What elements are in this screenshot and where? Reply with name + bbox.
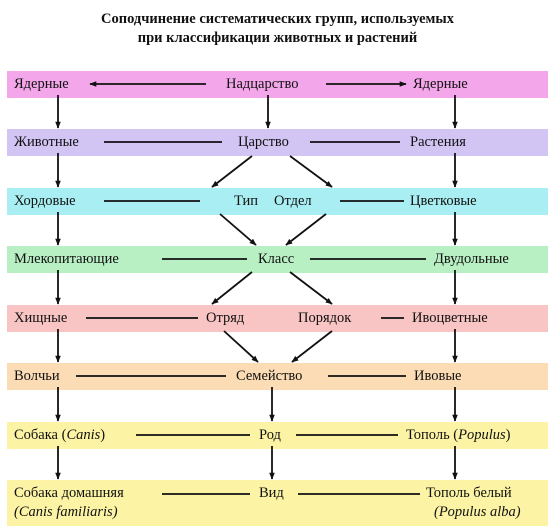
right-species-label: Тополь белый [426,485,512,501]
band-species [7,480,548,526]
right-species-latin: (Populus alba) [434,504,521,520]
left-genus-latin: Canis [66,427,101,443]
band-genus [7,422,548,449]
band-phylum [7,188,548,215]
right-genus-name: Тополь ( [406,427,459,443]
right-genus-close: ) [505,427,511,443]
diagram-title-line1: Соподчинение систематических групп, испо… [101,11,454,27]
left-species-label: Собака домашняя [14,485,124,501]
center-kingdom-label: Царство [238,134,289,150]
right-genus-latin: Populus [458,427,506,443]
center-superkingdom-label: Надцарство [226,76,299,92]
left-kingdom-label: Животные [14,134,79,150]
left-class-label: Млекопитающие [14,251,119,267]
right-superkingdom-label: Ядерные [413,76,468,92]
left-superkingdom-label: Ядерные [14,76,69,92]
center-division-label: Отдел [274,193,312,209]
left-genus-close: ) [100,427,106,443]
right-kingdom-label: Растения [410,134,466,150]
right-genus-label: Тополь (Populus) [406,426,511,444]
left-species-latin: (Canis familiaris) [14,504,118,520]
diagram-title-line2: при классификации животных и растений [137,30,418,46]
right-family-label: Ивовые [414,368,462,384]
center-plant-order-label: Порядок [298,310,352,326]
left-genus-label: Собака (Canis) [14,426,105,444]
right-order-label: Ивоцветные [412,310,488,326]
center-species-label: Вид [259,485,284,501]
right-division-label: Цветковые [410,193,477,209]
center-family-label: Семейство [236,368,303,384]
center-phylum-label: Тип [234,193,259,209]
left-genus-name: Собака ( [14,427,67,443]
center-genus-label: Род [259,427,281,443]
left-phylum-label: Хордовые [14,193,76,209]
center-class-label: Класс [258,251,295,267]
band-kingdom [7,129,548,156]
left-family-label: Волчьи [14,368,60,384]
left-order-label: Хищные [14,310,68,326]
band-class [7,246,548,273]
right-class-label: Двудольные [434,251,509,267]
center-order-label: Отряд [206,310,245,326]
